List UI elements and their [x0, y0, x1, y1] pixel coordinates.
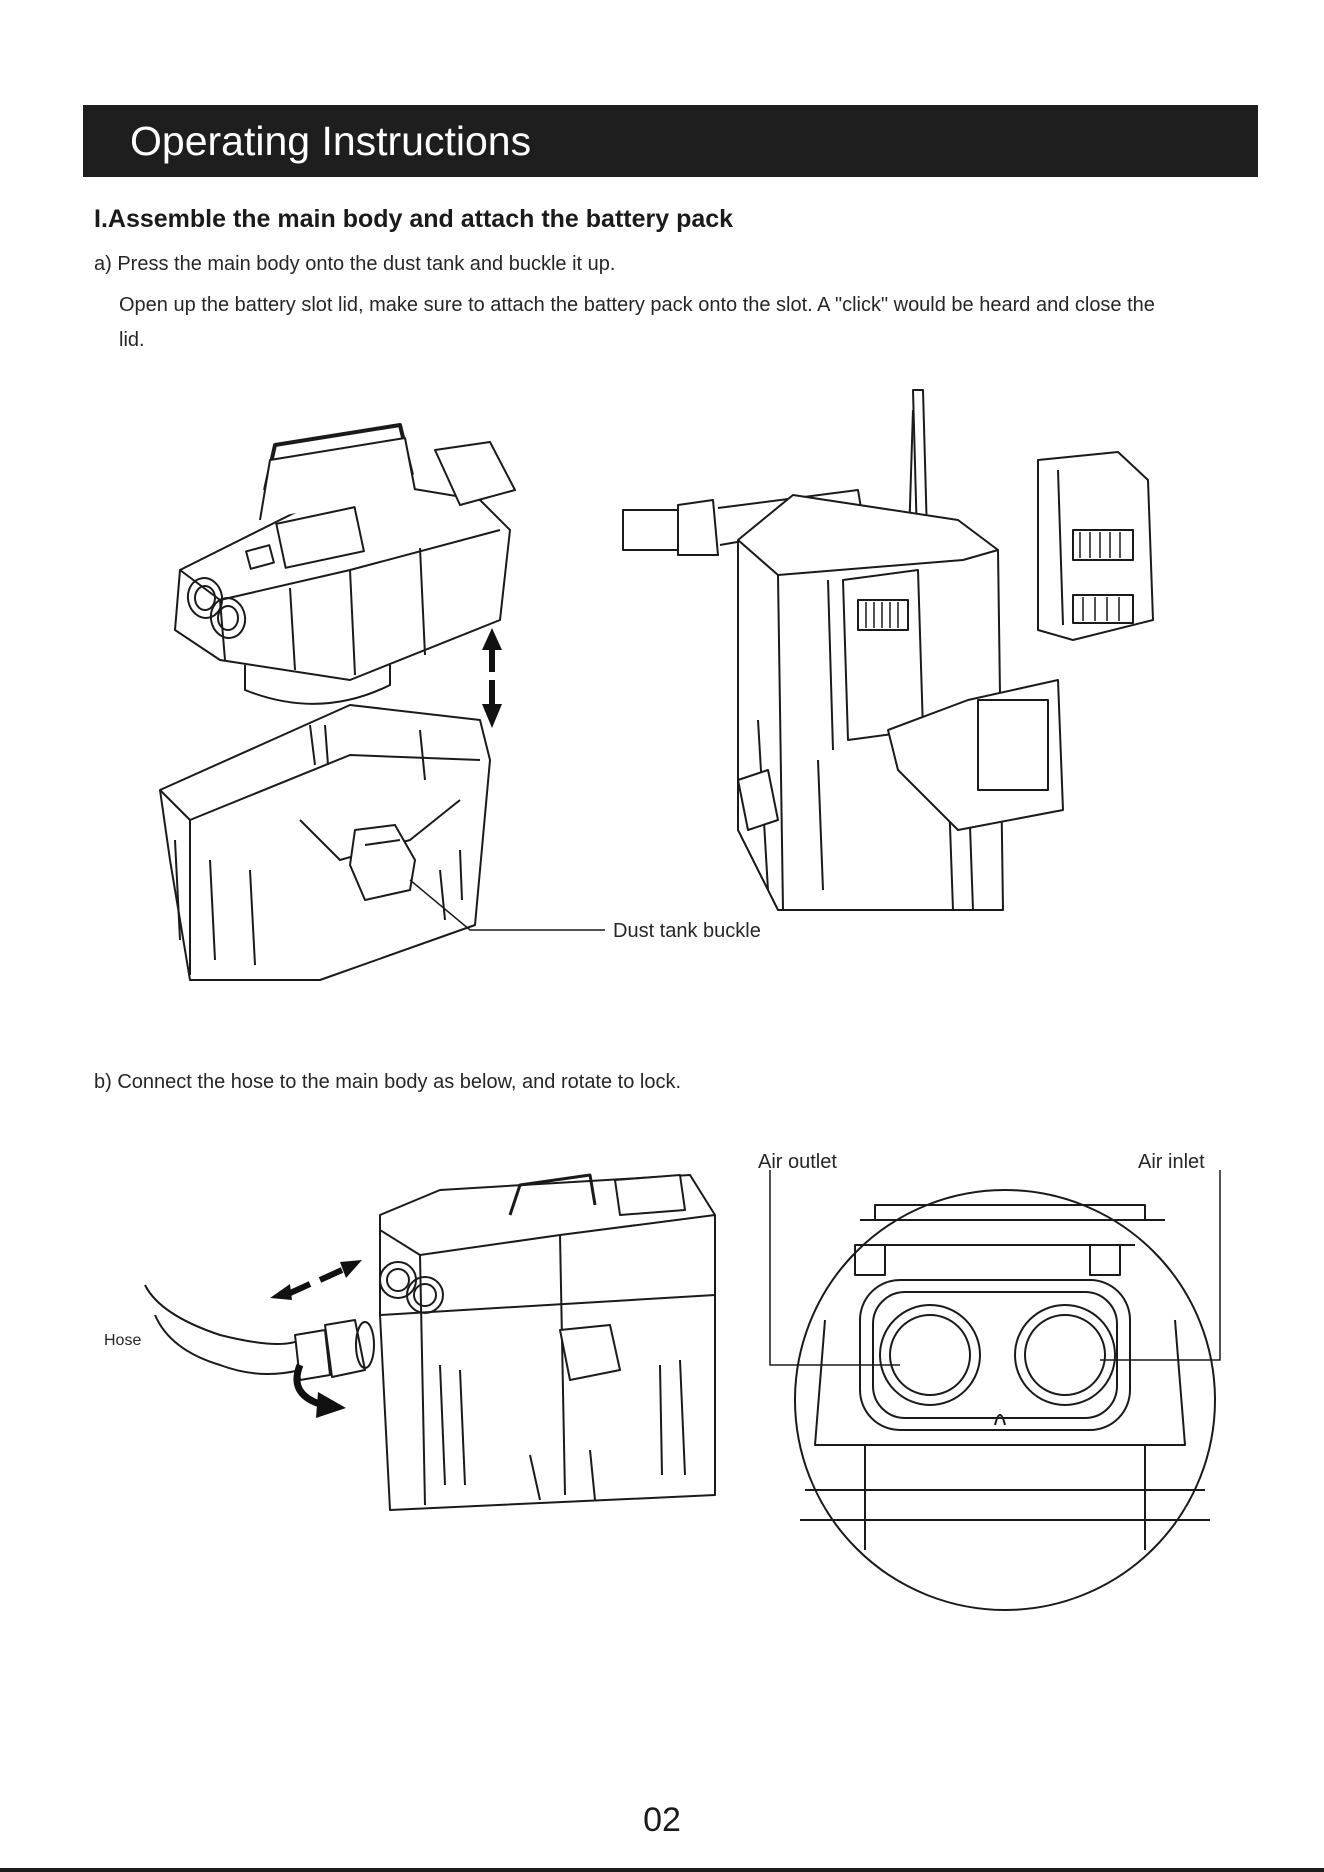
header-bar: Operating Instructions — [83, 105, 1258, 177]
air-ports-detail-illustration — [769, 1170, 1221, 1611]
rotate-arrow-icon — [293, 1363, 346, 1418]
page-number: 02 — [643, 1801, 681, 1839]
hose-label: Hose — [104, 1332, 142, 1349]
air-inlet-label: Air inlet — [1138, 1151, 1205, 1173]
step-a-text: a) Press the main body onto the dust tan… — [94, 253, 616, 275]
main-body-and-dust-tank-illustration — [159, 423, 516, 981]
hose-connection-illustration — [144, 1173, 716, 1511]
push-pull-arrow-icon — [270, 1260, 362, 1300]
dust-tank-buckle-leader-line — [409, 879, 605, 931]
bottom-rule — [0, 1868, 1324, 1872]
step-b-text: b) Connect the hose to the main body as … — [94, 1071, 682, 1093]
step-a-detail-text: Open up the battery slot lid, make sure … — [119, 294, 1155, 351]
dust-tank-buckle-label: Dust tank buckle — [613, 920, 761, 942]
up-down-arrow-icon — [482, 628, 502, 728]
section-heading: I.Assemble the main body and attach the … — [94, 205, 734, 233]
air-outlet-label: Air outlet — [758, 1151, 837, 1173]
assembled-unit-with-battery-illustration — [622, 389, 1154, 911]
page-title: Operating Instructions — [130, 118, 532, 164]
